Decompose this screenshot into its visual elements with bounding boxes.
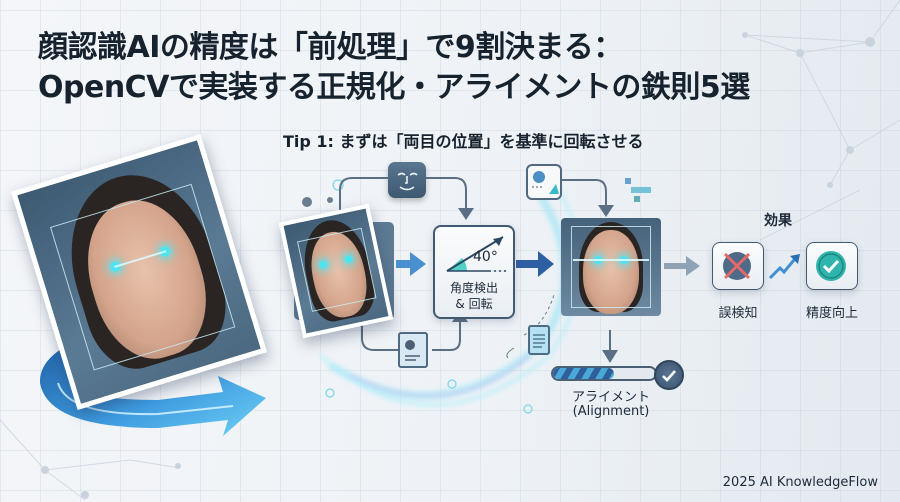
angle-detection-step: 40° 角度検出 & 回転 <box>433 225 515 319</box>
alignment-progress-bar <box>551 366 657 381</box>
tip-heading: Tip 1: まずは「両目の位置」を基準に回転させる <box>283 132 644 151</box>
check-icon <box>816 251 846 281</box>
aligned-face-photo <box>561 218 661 316</box>
shapes-icon <box>526 164 562 200</box>
step-label-line-1: 角度検出 <box>449 281 498 295</box>
false-detection-card <box>712 242 764 290</box>
step-label-line-2: & 回転 <box>455 297 493 311</box>
accuracy-improvement-card <box>806 242 858 290</box>
effect-label-false-detection: 誤検知 <box>718 306 758 321</box>
alignment-check-icon <box>654 360 684 390</box>
document-face-icon <box>398 332 428 368</box>
alignment-label: アライメント <box>571 390 650 405</box>
alignment-progress-fill <box>553 368 615 379</box>
cross-icon <box>723 252 751 280</box>
effect-heading: 効果 <box>764 213 792 229</box>
title-line-2: OpenCVで実装する正規化・アライメントの鉄則5選 <box>38 70 750 105</box>
trend-up-arrow-icon <box>768 254 800 280</box>
footer-credit: 2025 AI KnowledgeFlow <box>722 475 878 490</box>
title-line-1: 顔認識AIの精度は「前処理」で9割決まる： <box>38 30 623 65</box>
angle-icon <box>446 236 507 272</box>
page-title: 顔認識AIの精度は「前処理」で9割決まる： OpenCVで実装する正規化・アライ… <box>38 28 750 108</box>
rotation-illustration <box>10 134 288 498</box>
angle-value: 40° <box>473 249 498 265</box>
arrow-right <box>396 252 426 276</box>
smiley-face-icon <box>388 162 426 198</box>
effect-label-accuracy: 精度向上 <box>805 306 858 321</box>
document-list-icon <box>528 325 550 355</box>
alignment-sublabel: (Alignment) <box>572 404 650 419</box>
